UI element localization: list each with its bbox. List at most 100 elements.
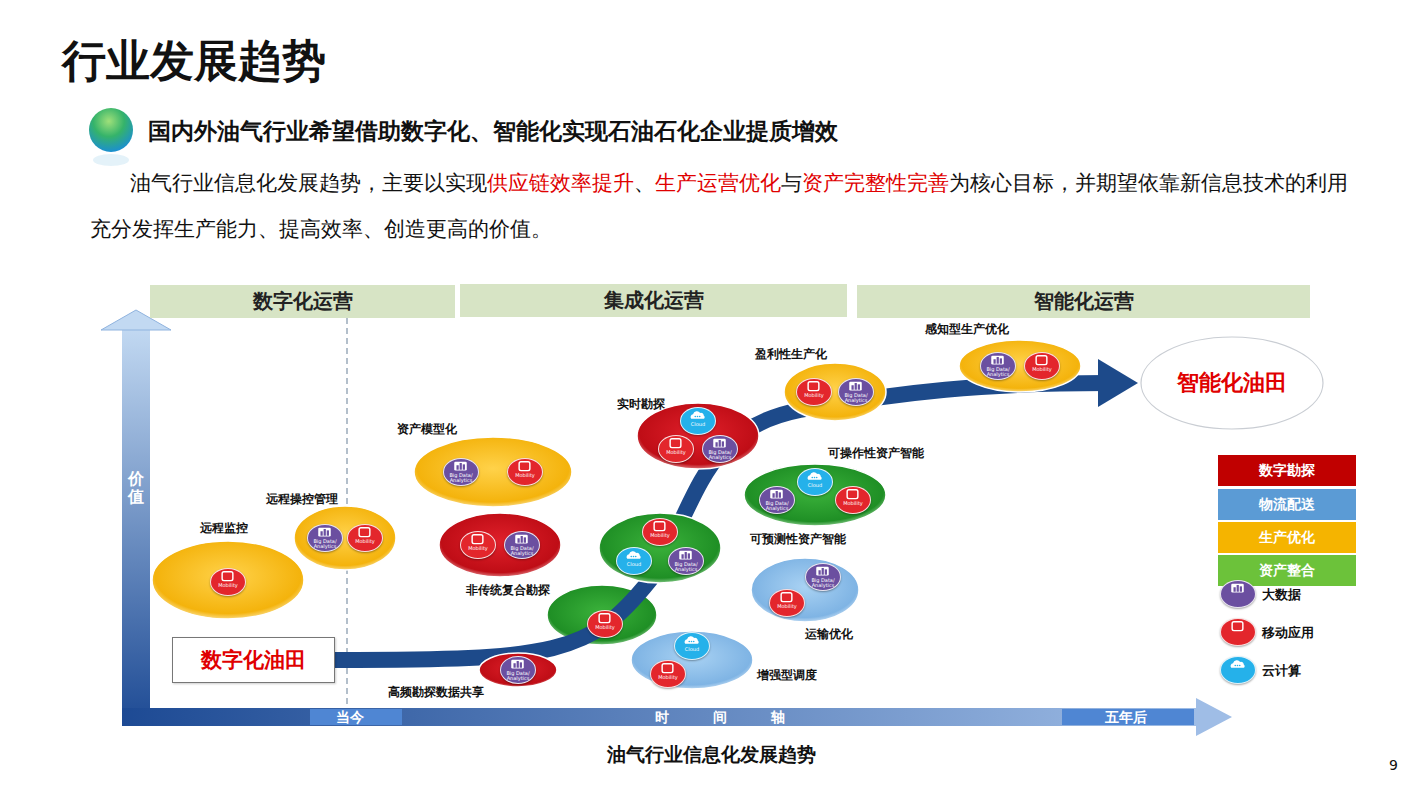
glyph-cloud [691, 411, 705, 418]
icon-caption: Mobility [212, 583, 244, 588]
glyph-bar [779, 492, 781, 497]
icon-glyph [651, 661, 684, 686]
icon-glyph [211, 569, 244, 594]
icon-glyph [643, 519, 676, 544]
glyph-frame [816, 567, 829, 576]
paragraph-text: 油气行业信息化发展趋势，主要以实现 [130, 171, 487, 195]
phase-band: 智能化运营 [857, 285, 1310, 318]
icon-glyph [348, 525, 381, 550]
bubble-heading: 远程监控 [200, 520, 248, 537]
bubble-shape [744, 464, 886, 526]
icon-caption: Mobility [462, 546, 494, 551]
glyph-frame [991, 356, 1004, 365]
glyph-bar [685, 552, 687, 559]
now-tag [310, 709, 402, 725]
glyph-phone [808, 382, 819, 391]
glyph-dot [816, 477, 818, 479]
icon-caption: Big Data/ Analytics [840, 393, 872, 404]
bubble-heading: 可操作性资产智能 [828, 445, 924, 462]
glyph-bar [456, 465, 458, 469]
icon-glyph [675, 633, 708, 658]
technology-icon: Mobility [1024, 352, 1060, 380]
glyph-cloud [808, 472, 822, 479]
icon-caption: Big Data/ Analytics [670, 562, 702, 573]
glyph-phone [519, 462, 530, 471]
technology-icon: Big Data/ Analytics [443, 458, 479, 486]
glyph-phone [1232, 622, 1243, 631]
highlight-text: 生产运营优化 [655, 171, 781, 195]
legend-swatch: 生产优化 [1218, 522, 1356, 553]
icon-caption: Big Data/ Analytics [807, 578, 839, 589]
glyph-bar [463, 464, 465, 469]
glyph-dot [691, 641, 693, 643]
glyph-bar [521, 536, 523, 543]
bubble-heading: 远程操控管理 [266, 491, 338, 508]
paragraph-text: 与 [781, 171, 802, 195]
glyph-dot [697, 416, 699, 418]
icon-caption: Big Data/ Analytics [309, 539, 341, 550]
glyph-dot [635, 556, 637, 558]
icon-caption: Big Data/ Analytics [761, 501, 793, 512]
axis-label: 价值 [128, 470, 144, 505]
icon-caption: Mobility [837, 501, 869, 506]
glyph-dot [694, 416, 696, 418]
legend-text: 云计算 [1262, 662, 1301, 680]
glyph-bar [772, 493, 774, 497]
capability-bubble: 盈利性生产化MobilityBig Data/ Analytics [783, 362, 887, 422]
legend-text: 数字勘探 [1259, 462, 1315, 480]
icon-glyph [461, 532, 494, 557]
icon-glyph [1025, 353, 1058, 378]
technology-icon: Cloud [674, 632, 710, 660]
arrow-shaft [335, 383, 1106, 660]
box-title: 数字化油田 [201, 646, 306, 674]
glyph-bar [688, 553, 690, 558]
legend-icon [1220, 656, 1256, 684]
icon-caption: Mobility [644, 533, 676, 538]
glyph-dot [688, 641, 690, 643]
bubble-outline [958, 339, 1082, 393]
technology-icon: Mobility [796, 378, 832, 406]
bubble-heading: 增强型调度 [757, 667, 817, 684]
technology-icon: Mobility [210, 568, 246, 596]
capability-bubble: 增强型调度CloudMobility [630, 630, 754, 690]
glyph-phone [222, 572, 233, 581]
phase-title: 数字化运营 [253, 288, 353, 315]
axis-tick-label: 时间轴 [655, 709, 829, 725]
bubble-outline [438, 512, 562, 578]
icon-caption: Mobility [660, 450, 692, 455]
glyph-phone [1036, 356, 1047, 365]
technology-icon: Big Data/ Analytics [838, 378, 874, 406]
capability-bubble: 可预测性资产智能MobilityCloudBig Data/ Analytics [598, 512, 722, 584]
glyph-bar [460, 463, 462, 470]
technology-icon: Big Data/ Analytics [668, 547, 704, 575]
glyph-dot [699, 416, 701, 418]
glyph-bar [722, 441, 724, 446]
icon-caption: Big Data/ Analytics [502, 671, 534, 682]
goal-ellipse: 智能化油田 [1140, 336, 1324, 430]
capability-bubble: 可操作性资产智能Big Data/ AnalyticsCloudMobility [743, 463, 887, 527]
bubble-shape [631, 631, 753, 689]
glyph-phone [662, 664, 673, 673]
icon-glyph [836, 487, 869, 512]
icon-caption: Big Data/ Analytics [704, 450, 736, 461]
growth-arrow [335, 359, 1138, 660]
time-axis-head [1196, 698, 1232, 736]
bullet-ball [89, 108, 133, 152]
icon-caption: Mobility [771, 604, 803, 609]
slide-title: 行业发展趋势 [62, 32, 326, 91]
capability-bubble: 运输优化Big Data/ AnalyticsMobility [750, 557, 860, 623]
glyph-dot [693, 641, 695, 643]
glyph-bar [324, 529, 326, 536]
highlight-text: 供应链效率提升 [487, 171, 634, 195]
icon-glyph [1221, 581, 1254, 606]
technology-icon: Big Data/ Analytics [702, 435, 738, 463]
technology-icon: Mobility [587, 610, 623, 638]
glyph-bar [825, 569, 827, 574]
glyph-bar [320, 531, 322, 535]
capability-bubble: 远程监控Mobility [151, 540, 305, 620]
legend-text: 大数据 [1262, 586, 1301, 604]
technology-icon: Mobility [650, 660, 686, 688]
technology-icon: Cloud [616, 547, 652, 575]
glyph-frame [454, 462, 467, 471]
